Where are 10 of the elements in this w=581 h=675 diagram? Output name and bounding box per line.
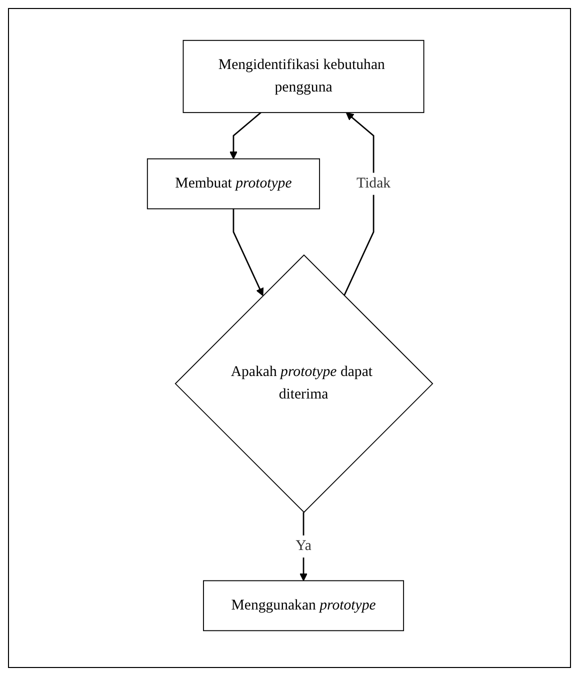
node-box: Menggunakan prototype — [202, 580, 404, 632]
arrow — [228, 112, 261, 160]
arrow — [232, 208, 264, 296]
edge-label: Tidak — [356, 175, 390, 192]
arrow — [298, 512, 308, 582]
node-diamond: Apakah prototype dapat diterima — [174, 254, 433, 513]
arrow — [343, 112, 374, 296]
node-box: Mengidentifikasi kebutuhan pengguna — [182, 40, 424, 113]
node-box: Membuat prototype — [146, 158, 320, 210]
edge-label: Ya — [295, 538, 311, 554]
